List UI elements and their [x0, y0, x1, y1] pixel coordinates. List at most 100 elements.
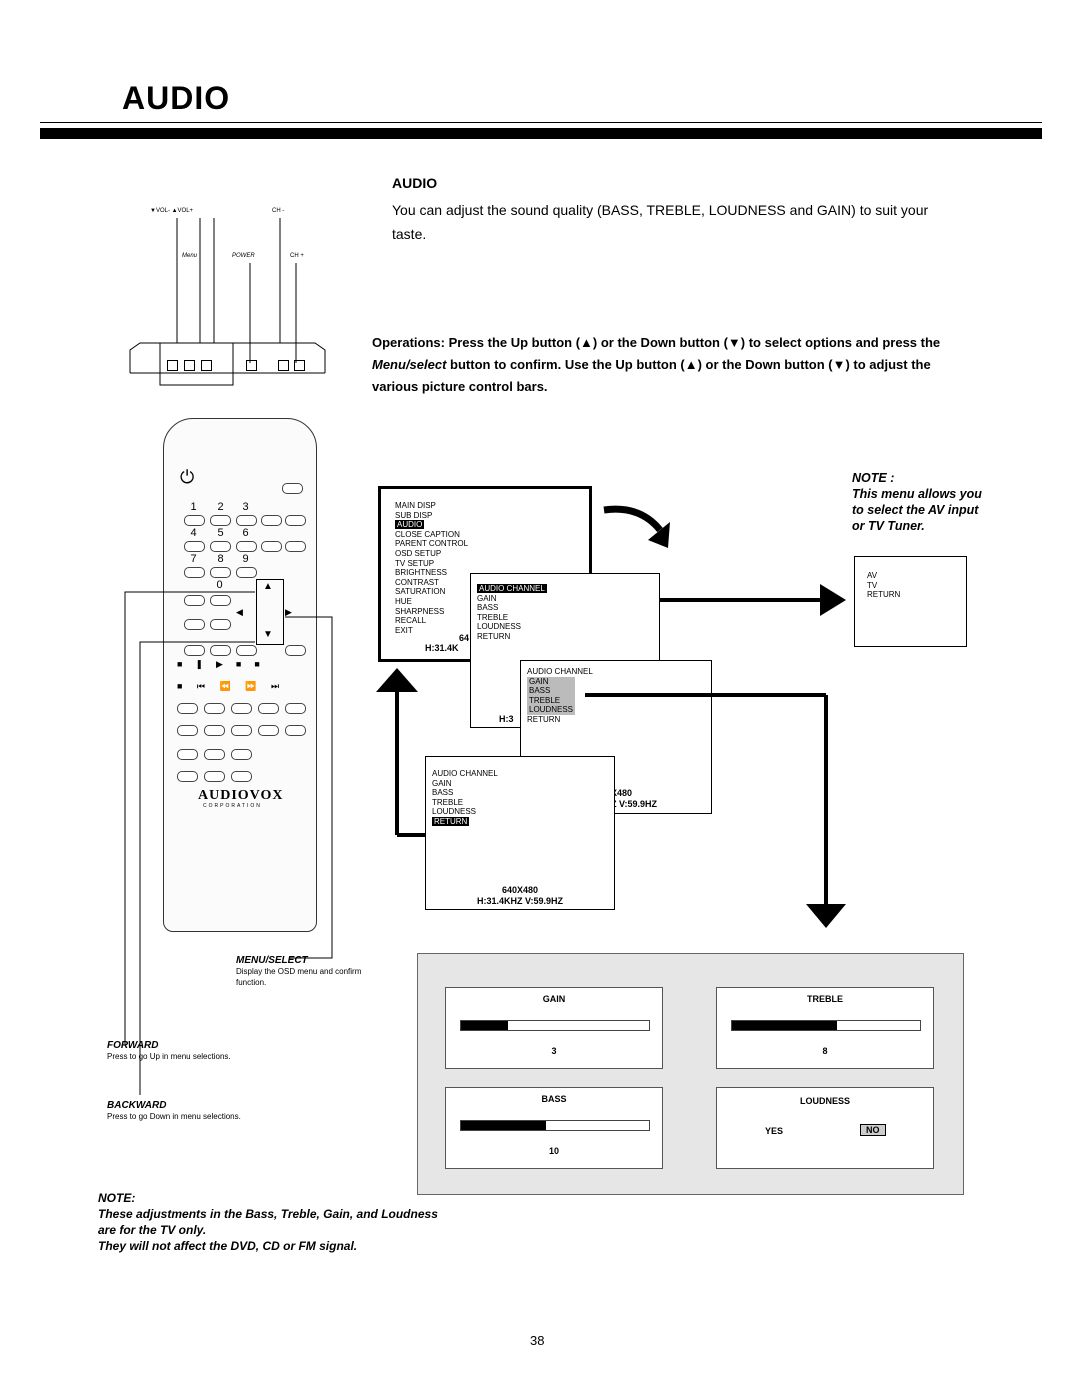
tv-power-button	[246, 360, 257, 371]
transport-icons: ■❚▶■■	[177, 659, 273, 669]
remote-button	[184, 595, 205, 606]
osd-item: SHARPNESS	[395, 606, 445, 616]
remote-button	[231, 749, 252, 760]
bass-label: BASS	[541, 1094, 567, 1104]
loudness-label: LOUDNESS	[799, 1096, 850, 1106]
up-arrow-icon: ▲	[263, 581, 273, 592]
audio-adjust-panel: GAIN 3 TREBLE 8 BASS 10 LOUDNESS YES NO	[417, 953, 964, 1195]
note-right-title: NOTE :	[852, 471, 895, 485]
osd-item: AUDIO CHANNEL	[432, 769, 498, 778]
remote-button	[285, 515, 306, 526]
osd-item: GAIN	[529, 676, 549, 686]
gain-value: 3	[551, 1046, 557, 1056]
remote-button	[285, 645, 306, 656]
osd-item: HUE	[395, 596, 412, 606]
note-bottom-line1: These adjustments in the Bass, Treble, G…	[98, 1207, 438, 1237]
gain-cell: GAIN 3	[445, 987, 663, 1069]
power-label: POWER	[232, 253, 255, 259]
osd-item-highlighted: AUDIO CHANNEL	[477, 584, 547, 593]
note-bottom: NOTE: These adjustments in the Bass, Tre…	[98, 1190, 458, 1254]
treble-cell: TREBLE 8	[716, 987, 934, 1069]
remote-button	[184, 567, 205, 578]
remote-button	[204, 771, 225, 782]
bass-bar-fill	[461, 1121, 546, 1130]
osd-item: BASS	[432, 788, 454, 798]
treble-bar	[731, 1020, 921, 1031]
gain-label: GAIN	[542, 994, 566, 1004]
forward-text: Press to go Up in menu selections.	[107, 1052, 231, 1061]
osd-audio2-highlight-block: GAIN BASS TREBLE LOUDNESS	[527, 676, 576, 715]
osd-audio3-list: AUDIO CHANNEL GAIN BASS TREBLE LOUDNESS …	[432, 769, 498, 827]
remote-button	[210, 567, 231, 578]
remote-button	[258, 725, 279, 736]
tv-button-panel: ▼VOL- ▲VOL+ CH - Menu POWER CH +	[120, 195, 335, 395]
remote-button	[210, 515, 231, 526]
remote-button	[204, 749, 225, 760]
remote-brand-logo: AUDIOVOX	[198, 788, 284, 803]
left-arrow-icon: ◀	[236, 607, 243, 617]
osd-audio1-list: AUDIO CHANNEL GAIN BASS TREBLE LOUDNESS …	[477, 584, 547, 642]
num-0: 0	[216, 579, 223, 591]
tv-ch-minus-button	[278, 360, 289, 371]
osd-item: TREBLE	[529, 695, 561, 705]
osd-audio1-freq: H:3	[499, 714, 514, 724]
backward-caption: BACKWARD Press to go Down in menu select…	[107, 1100, 307, 1122]
intro-text: You can adjust the sound quality (BASS, …	[392, 202, 929, 242]
remote-button	[210, 645, 231, 656]
osd-audio2-freq: Z V:59.9HZ	[611, 799, 658, 809]
remote-button	[177, 725, 198, 736]
ch-minus-label: CH -	[272, 208, 285, 214]
osd-item: TREBLE	[477, 612, 509, 622]
osd-item: RECALL	[395, 616, 427, 626]
osd-item: SATURATION	[395, 587, 446, 597]
remote-button	[285, 541, 306, 552]
osd-main-list: MAIN DISP SUB DISP AUDIO CLOSE CAPTION P…	[395, 501, 468, 635]
osd-item: GAIN	[477, 593, 497, 603]
backward-title: BACKWARD	[107, 1100, 167, 1111]
loudness-yes: YES	[765, 1126, 784, 1136]
av-tv-menu: AV TV RETURN	[854, 556, 967, 647]
osd-item: BASS	[477, 603, 499, 613]
vol-label: ▼VOL- ▲VOL+	[150, 208, 194, 214]
operations-text: Operations: Press the Up button (▲) or t…	[372, 332, 962, 398]
forward-caption: FORWARD Press to go Up in menu selection…	[107, 1040, 307, 1062]
treble-bar-fill	[732, 1021, 838, 1030]
num-4: 4	[190, 527, 197, 539]
remote-button	[285, 725, 306, 736]
power-icon: ⏻	[180, 467, 195, 487]
osd-item-highlighted: RETURN	[432, 816, 470, 826]
remote-button	[261, 541, 282, 552]
osd-audio3-res: 640X480	[501, 885, 539, 895]
down-arrow-icon: ▼	[263, 629, 273, 640]
remote-button	[231, 703, 252, 714]
num-7: 7	[190, 553, 197, 565]
operations-part2: button to confirm. Use the Up button (▲)…	[372, 357, 931, 394]
remote-button	[210, 595, 231, 606]
num-2: 2	[217, 501, 224, 513]
bass-value: 10	[548, 1146, 559, 1156]
tv-menu-button	[201, 360, 212, 371]
remote-button	[261, 515, 282, 526]
tv-vol-down-button	[167, 360, 178, 371]
remote-button	[258, 703, 279, 714]
remote-button	[177, 703, 198, 714]
remote-button	[184, 515, 205, 526]
num-9: 9	[242, 553, 249, 565]
osd-item: RETURN	[477, 631, 511, 641]
remote-button	[285, 703, 306, 714]
av-tv-list: AV TV RETURN	[867, 571, 900, 600]
remote-button	[204, 725, 225, 736]
remote-button	[236, 567, 257, 578]
osd-main-freq: H:31.4K	[425, 643, 459, 653]
osd-item: OSD SETUP	[395, 548, 442, 558]
tv-panel-lines	[129, 218, 326, 386]
treble-label: TREBLE	[807, 994, 843, 1004]
remote-control: ⏻ 1 2 3 4 5 6 7 8 9 0 ▲ ▼ ◀ ▶ ■❚▶■■ ■ ⏮ …	[163, 418, 317, 932]
skip-icons: ■ ⏮ ⏪ ⏩ ⏭	[177, 681, 286, 691]
num-8: 8	[217, 553, 224, 565]
osd-item: TV	[867, 580, 878, 590]
osd-item: SUB DISP	[395, 510, 433, 520]
loudness-cell: LOUDNESS YES NO	[716, 1087, 934, 1169]
